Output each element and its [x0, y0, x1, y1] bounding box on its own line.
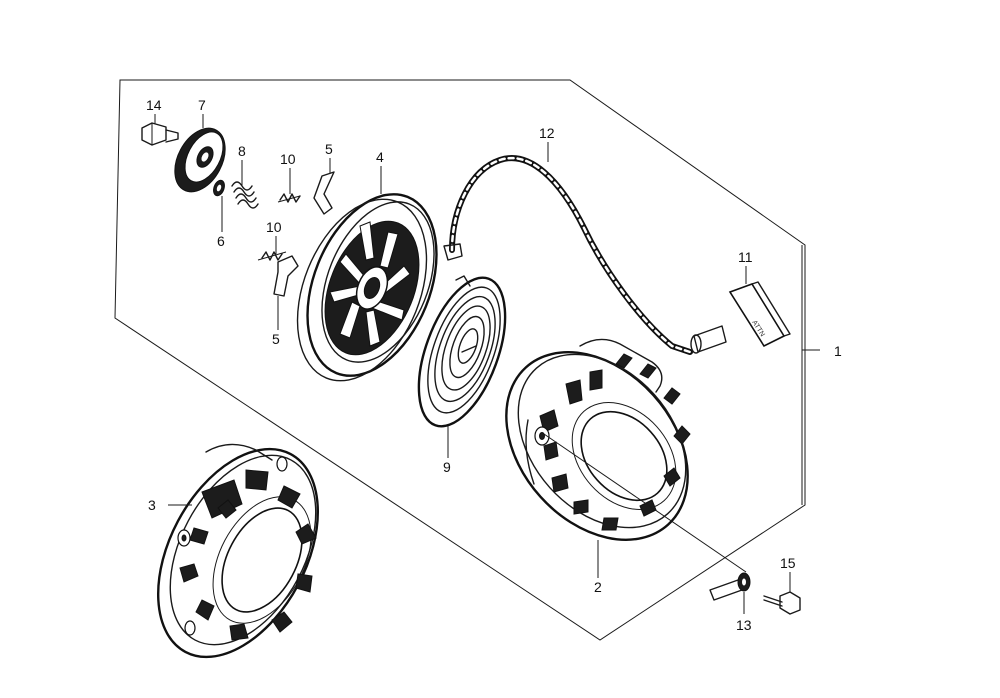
part-2-starter-case — [505, 338, 691, 541]
callout-2: 2 — [594, 579, 602, 595]
callout-5-upper: 5 — [325, 141, 333, 157]
part-4-reel — [296, 193, 438, 382]
callout-10-lower: 10 — [266, 219, 282, 235]
part-15-bolt — [763, 591, 801, 615]
part-9-recoil-spring — [417, 275, 507, 428]
part-7-ratchet-guide — [174, 127, 226, 193]
part-5-ratchet-upper — [313, 171, 335, 215]
part-12-starter-rope — [443, 155, 693, 355]
part-11-starter-grip: ATTN — [690, 281, 791, 354]
callout-1: 1 — [834, 343, 842, 359]
part-13-spacer — [709, 572, 751, 601]
callout-5-lower: 5 — [272, 331, 280, 347]
callout-10-upper: 10 — [280, 151, 296, 167]
callout-6: 6 — [217, 233, 225, 249]
callout-15: 15 — [780, 555, 796, 571]
callout-4: 4 — [376, 149, 384, 165]
part-8-spring — [231, 181, 259, 209]
callout-7: 7 — [198, 97, 206, 113]
part-6-washer — [213, 179, 225, 197]
callout-14: 14 — [146, 97, 162, 113]
callout-9: 9 — [443, 459, 451, 475]
assembly-frame — [114, 79, 806, 641]
callout-11: 11 — [738, 249, 753, 265]
part-14-bolt — [141, 122, 179, 146]
callout-13: 13 — [736, 617, 752, 633]
callout-3: 3 — [148, 497, 156, 513]
part-3-starter-pulley — [156, 443, 320, 659]
callout-8: 8 — [238, 143, 246, 159]
part-10-spring-upper — [277, 193, 301, 203]
callout-12: 12 — [539, 125, 555, 141]
part-5-ratchet-lower — [273, 255, 299, 297]
leader-lines — [154, 114, 820, 614]
part-10-spring-lower — [257, 251, 287, 261]
